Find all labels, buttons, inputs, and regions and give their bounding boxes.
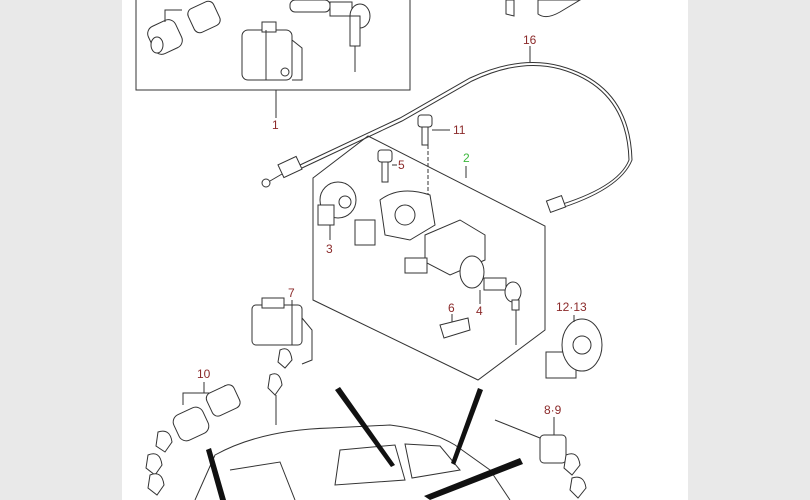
callout-3: 3 [326, 242, 333, 256]
callout-5: 5 [398, 158, 405, 172]
part-3-switch [317, 181, 357, 240]
top-right-parts [505, 0, 581, 18]
location-pointers [206, 387, 523, 500]
part-1-cylinders [147, 0, 221, 55]
part-11-bolt [417, 114, 450, 200]
callout-16: 16 [523, 33, 537, 47]
part-8-9-door-lock [494, 417, 587, 499]
callout-10: 10 [197, 367, 211, 381]
part-7-handle-lock-keys [251, 297, 313, 425]
part-2-group-box [312, 135, 546, 381]
part-5-bolt [377, 149, 397, 183]
callout-8-9: 8·9 [544, 403, 562, 417]
callout-4: 4 [476, 304, 483, 318]
callout-12-13: 12·13 [556, 300, 587, 314]
part-1-door-lock-key [289, 0, 371, 72]
part-1-group-box [135, 0, 411, 118]
callout-6: 6 [448, 301, 455, 315]
callout-7: 7 [288, 286, 295, 300]
part-12-13-immobilizer-coil [545, 315, 603, 379]
callout-2: 2 [463, 151, 470, 165]
part-16-cable [261, 46, 633, 214]
callout-1: 1 [272, 118, 279, 132]
callout-11: 11 [453, 123, 466, 137]
part-2-ignition-lock [354, 190, 522, 345]
part-1-handle-lock [241, 21, 303, 81]
part-6-clip [439, 314, 471, 339]
part-10-cylinders-keys [145, 382, 241, 496]
parts-diagram-sheet [122, 0, 688, 500]
